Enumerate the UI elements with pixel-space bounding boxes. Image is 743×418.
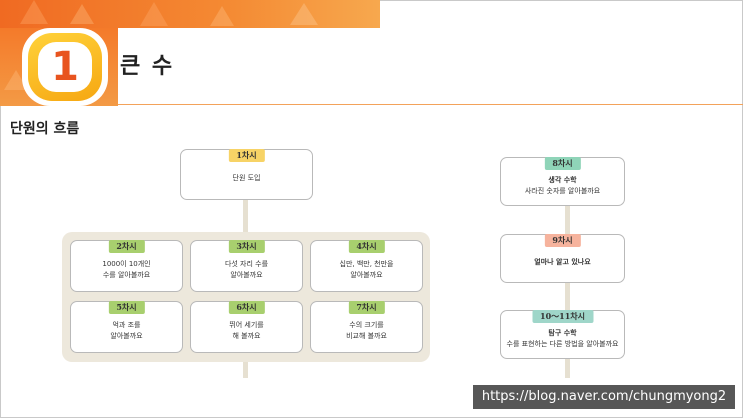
- lesson-card: 5차시 억과 조를 알아볼까요: [70, 301, 183, 353]
- lesson-tag: 9차시: [544, 234, 581, 247]
- unit-number: 1: [51, 44, 79, 90]
- lesson-tag: 2차시: [108, 240, 145, 253]
- lesson-card: 9차시 얼마나 알고 있나요: [500, 234, 625, 283]
- lesson-line: 생각 수학: [548, 175, 577, 184]
- decor-triangle: [70, 4, 94, 24]
- decor-triangle: [290, 3, 318, 25]
- lesson-line: 알아볼까요: [230, 271, 263, 279]
- connector-line: [243, 360, 248, 378]
- header-divider: [118, 104, 743, 105]
- lesson-line: 알아볼까요: [350, 271, 383, 279]
- decor-triangle: [210, 6, 234, 26]
- lesson-line: 얼마나 알고 있나요: [534, 258, 591, 266]
- lesson-line: 수의 크기를: [349, 321, 384, 329]
- lesson-line: 해 볼까요: [232, 332, 261, 340]
- lesson-card: 4차시 십만, 백만, 천만을 알아볼까요: [310, 240, 423, 292]
- lesson-tag: 5차시: [108, 301, 145, 314]
- lesson-line: 단원 도입: [232, 174, 261, 182]
- lesson-tag: 7차시: [348, 301, 385, 314]
- unit-badge-inner: 1: [38, 42, 92, 92]
- decor-triangle: [140, 2, 168, 26]
- connector-line: [565, 358, 570, 378]
- lesson-line: 십만, 백만, 천만을: [339, 260, 394, 268]
- unit-badge: 1: [28, 33, 102, 101]
- lesson-text: 단원 도입: [233, 173, 261, 184]
- lesson-card: 2차시 1000이 10개인 수를 알아볼까요: [70, 240, 183, 292]
- watermark-url: https://blog.naver.com/chungmyong2: [473, 385, 735, 409]
- unit-title: 큰 수: [120, 54, 175, 79]
- lesson-tag: 8차시: [544, 157, 581, 170]
- lesson-card: 3차시 다섯 자리 수를 알아볼까요: [190, 240, 303, 292]
- lesson-tag: 3차시: [228, 240, 265, 253]
- lesson-tag: 4차시: [348, 240, 385, 253]
- lesson-tag: 6차시: [228, 301, 265, 314]
- lesson-line: 1000이 10개인: [102, 260, 151, 268]
- lesson-line: 억과 조를: [112, 321, 141, 329]
- section-title: 단원의 흐름: [10, 121, 80, 137]
- lesson-line: 다섯 자리 수를: [224, 260, 269, 268]
- connector-line: [243, 200, 248, 234]
- lesson-line: 알아볼까요: [110, 332, 143, 340]
- connector-line: [565, 205, 570, 235]
- lesson-card: 10～11차시 탐구 수학 수를 표현하는 다른 방법을 알아볼까요: [500, 310, 625, 359]
- lesson-line: 사라진 숫자를 알아볼까요: [524, 186, 601, 195]
- lesson-card: 6차시 뛰어 세기를 해 볼까요: [190, 301, 303, 353]
- lesson-line: 뛰어 세기를: [229, 321, 264, 329]
- header-band: [0, 0, 380, 28]
- lesson-line: 수를 표현하는 다른 방법을 알아볼까요: [506, 339, 619, 348]
- lesson-line: 탐구 수학: [548, 328, 577, 337]
- lesson-card: 8차시 생각 수학 사라진 숫자를 알아볼까요: [500, 157, 625, 206]
- lesson-line: 비교해 볼까요: [346, 332, 387, 340]
- lesson-card: 7차시 수의 크기를 비교해 볼까요: [310, 301, 423, 353]
- connector-line: [565, 282, 570, 312]
- lesson-card-intro: 1차시 단원 도입: [180, 149, 313, 200]
- lesson-line: 수를 알아볼까요: [102, 271, 151, 279]
- lesson-tag: 10～11차시: [532, 310, 593, 323]
- lesson-tag: 1차시: [228, 149, 265, 162]
- decor-triangle: [20, 0, 48, 24]
